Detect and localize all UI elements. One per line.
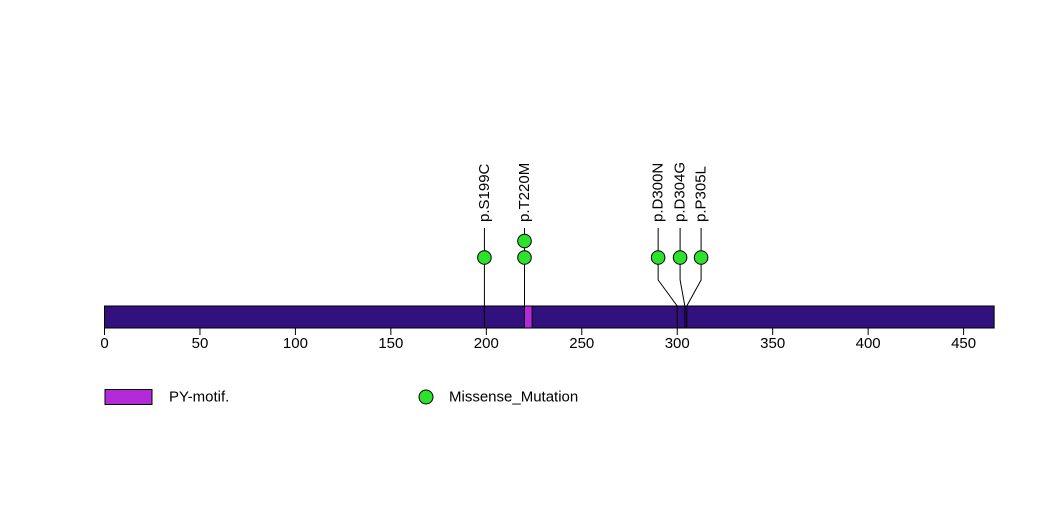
mutation-label: p.D300N	[650, 163, 667, 222]
x-axis-tick-label: 50	[192, 335, 209, 352]
legend-marker-1	[418, 389, 434, 405]
x-axis-tick-label: 100	[283, 335, 308, 352]
x-axis-tick-label: 150	[378, 335, 403, 352]
x-axis-tick-label: 350	[760, 335, 785, 352]
mutation-label: p.T220M	[516, 163, 533, 222]
protein-backbone	[104, 305, 995, 329]
x-axis-tick-label: 300	[665, 335, 690, 352]
mutation-label: p.D304G	[672, 162, 689, 222]
py-motif-domain	[524, 305, 533, 329]
mutation-label: p.P305L	[693, 166, 710, 222]
legend-label-0: PY-motif.	[169, 389, 229, 406]
mutation-dot	[693, 250, 709, 265]
mutation-label: p.S199C	[476, 163, 493, 222]
mutation-dot	[517, 233, 532, 249]
mutation-dot	[477, 250, 492, 265]
x-axis-tick-label: 0	[100, 335, 108, 352]
legend-label-1: Missense_Mutation	[449, 389, 578, 406]
legend-swatch-0	[104, 389, 153, 405]
mutation-dot	[517, 250, 532, 265]
x-axis-tick-label: 250	[569, 335, 594, 352]
mutation-dot	[672, 250, 688, 265]
mutation-dot	[650, 250, 666, 265]
x-axis-tick-label: 400	[856, 335, 881, 352]
x-axis-tick-label: 450	[951, 335, 976, 352]
x-axis-tick-label: 200	[474, 335, 499, 352]
